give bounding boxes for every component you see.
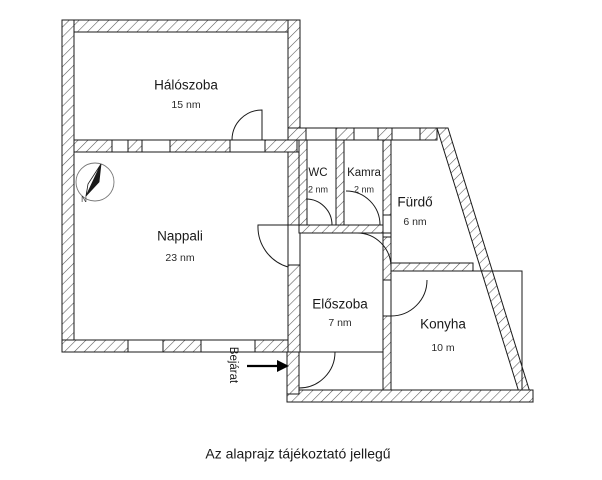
wall-hall-left-lower — [286, 351, 300, 395]
compass-rose: N — [75, 162, 115, 204]
door-opening-hall-konyha — [382, 279, 392, 317]
door-swing-bejarat — [298, 351, 336, 389]
wall-segment-midtop-a — [287, 127, 307, 141]
room-label-halo-name: Hálószoba — [154, 78, 218, 93]
room-label-wc-name: WC — [308, 167, 327, 179]
wall-exterior-bottom-right — [286, 389, 534, 403]
wall-segment-mid-a — [73, 139, 113, 153]
entrance-label: Bejárat — [227, 347, 239, 384]
wall-segment-mid-d — [264, 139, 298, 153]
room-label-kamra-name: Kamra — [347, 167, 381, 179]
room-label-nappali-area: 23 nm — [165, 252, 194, 264]
entrance-arrow-head — [277, 360, 289, 372]
entrance-marker: Bejárat — [227, 347, 289, 384]
wall-segment-midtop-c — [377, 127, 393, 141]
room-label-kamra-area: 2 nm — [354, 184, 374, 194]
wall-segment-midtop-d — [419, 127, 438, 141]
room-label-halo-area: 15 nm — [171, 99, 200, 111]
wall-exterior-top — [62, 19, 301, 33]
room-label-konyha-name: Konyha — [420, 317, 466, 332]
door-swing-konyha — [390, 279, 428, 317]
plan-caption: Az alaprajz tájékoztató jellegű — [205, 446, 390, 462]
door-swing-furdo — [356, 232, 392, 268]
compass-north-letter: N — [81, 195, 87, 204]
room-label-furdo-name: Fürdő — [397, 195, 432, 210]
door-swing-halo — [231, 109, 263, 141]
wall-segment-mid-b — [127, 139, 143, 153]
wall-segment-midtop-b — [335, 127, 355, 141]
room-label-nappali-name: Nappali — [157, 229, 203, 244]
wall-segment-bottom-b — [162, 339, 202, 353]
wall-wc-kamra-divider — [335, 139, 345, 226]
room-label-group: Hálószoba 15 nm Nappali 23 nm WC 2 nm Ka… — [154, 78, 466, 354]
door-swing-wc — [305, 198, 333, 226]
room-label-eloszoba-name: Előszoba — [312, 297, 368, 312]
compass-circle — [75, 162, 115, 202]
room-label-eloszoba-area: 7 nm — [328, 317, 352, 329]
outline-nappali — [73, 151, 289, 341]
wall-bedroom-right — [287, 19, 301, 141]
compass-needle-light — [85, 163, 102, 197]
wall-furdo-konyha-divider — [390, 262, 474, 272]
wall-segment-mid-c — [169, 139, 231, 153]
door-swing-nappali — [257, 224, 289, 268]
outline-eloszoba-lower — [298, 351, 384, 391]
door-swing-group — [231, 109, 428, 389]
door-opening-hall-furdo — [382, 214, 392, 238]
wall-wc-left — [298, 139, 308, 226]
wall-exterior-left — [61, 19, 75, 341]
room-label-furdo-area: 6 nm — [403, 216, 427, 228]
room-label-konyha-area: 10 m — [431, 342, 455, 354]
room-label-wc-area: 2 nm — [308, 184, 328, 194]
door-opening-living-hall — [287, 224, 301, 266]
door-swing-kamra — [345, 190, 381, 226]
wall-segment-bottom-a — [61, 339, 129, 353]
outline-konyha — [390, 270, 523, 391]
room-outline-group — [73, 31, 523, 391]
wall-kamra-right — [382, 139, 392, 226]
wall-wc-kamra-bottom — [298, 224, 392, 234]
wall-group — [61, 19, 534, 403]
outline-halo — [73, 31, 289, 141]
